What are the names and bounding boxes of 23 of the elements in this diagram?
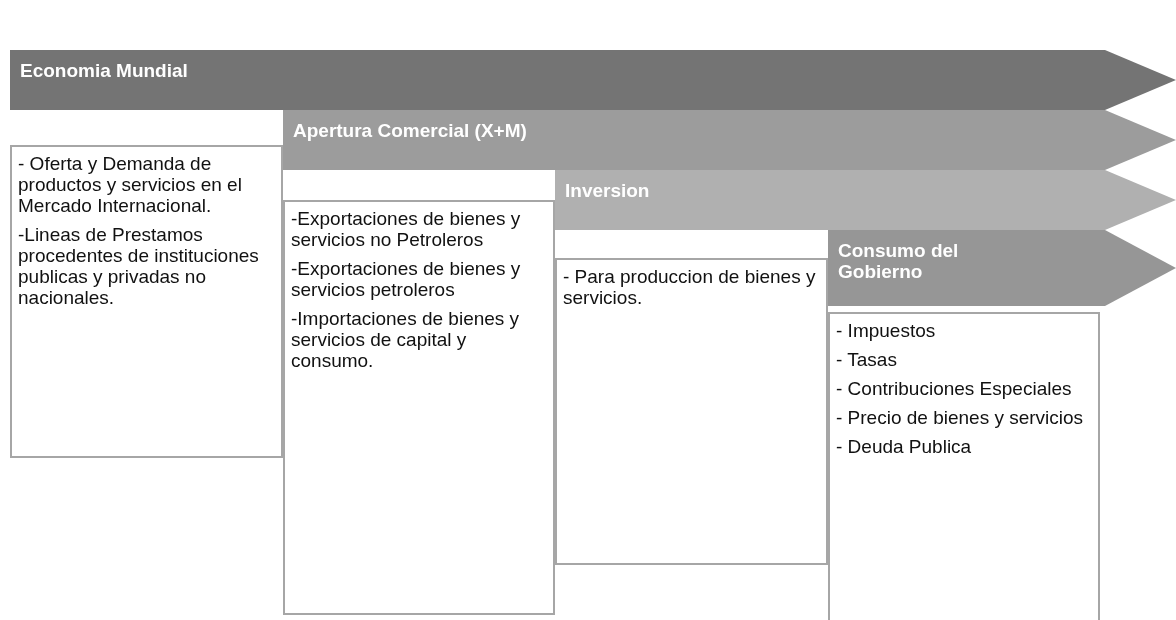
list-item: -Exportaciones de bienes y servicios no Petroleros	[291, 208, 522, 250]
list-item: - Deuda Publica	[836, 436, 973, 457]
list-item: -Importaciones de bienes y servicios de capital y consumo.	[291, 308, 521, 371]
list-item: -Lineas de Prestamos procedentes de instituciones publicas y privadas no nacionales.	[18, 224, 260, 308]
text-panel	[555, 258, 828, 565]
list-item: - Contribuciones Especiales	[836, 378, 1073, 399]
text-panel	[828, 312, 1100, 620]
arrow-shape	[555, 170, 1176, 230]
arrow-heading: Consumo del Gobierno	[838, 240, 960, 282]
list-item: - Para produccion de bienes y servicios.	[563, 266, 817, 308]
text-panel	[10, 145, 283, 458]
list-item: - Oferta y Demanda de productos y servicios en el Mercado Internacional.	[18, 153, 243, 216]
list-item: - Tasas	[836, 349, 898, 370]
list-item: - Precio de bienes y servicios	[836, 407, 1085, 428]
arrow-shape	[283, 110, 1176, 170]
arrow-shape	[828, 230, 1176, 306]
text-panel	[283, 200, 555, 615]
list-item: - Impuestos	[836, 320, 937, 341]
arrow-shape	[10, 50, 1176, 110]
arrow-heading: Economia Mundial	[20, 60, 189, 81]
arrow-heading: Inversion	[565, 180, 651, 201]
list-item: -Exportaciones de bienes y servicios petroleros	[291, 258, 522, 300]
arrow-heading: Apertura Comercial (X+M)	[293, 120, 528, 141]
